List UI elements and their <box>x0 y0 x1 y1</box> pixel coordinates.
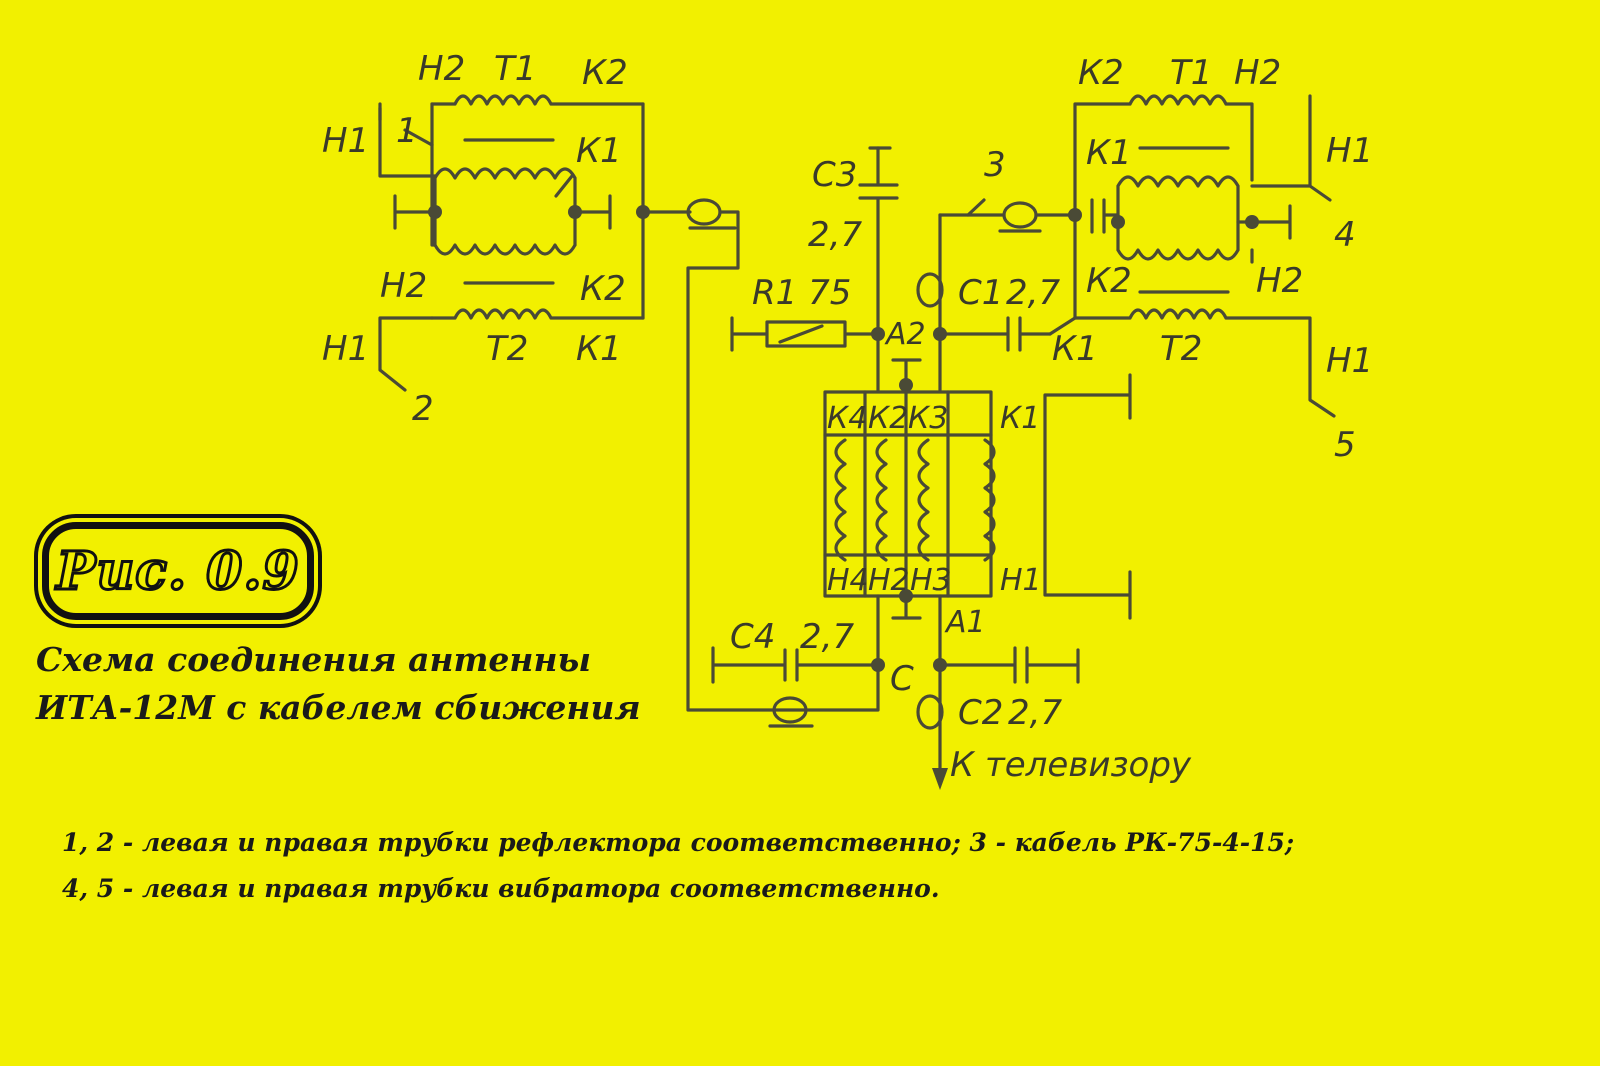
transformer-coils <box>834 438 996 562</box>
label-left-tube2-num: 2 <box>412 389 434 429</box>
left-block-labels: Н2 Т1 К2 Н1 1 К1 Н2 К2 Н1 Т2 К1 2 <box>322 49 628 429</box>
a1-capacitor <box>938 646 1080 684</box>
label-left-tube2-h1: Н1 <box>322 329 369 369</box>
label-left-t1-k2: К2 <box>582 53 628 93</box>
label-h3: Н3 <box>910 563 952 598</box>
center-labels: С3 2,7 R1 75 С1 2,7 А2 К4 К2 К3 К1 Н4 Н2… <box>730 155 1192 785</box>
label-r1: R1 75 <box>752 273 851 313</box>
legend-line-1: 1, 2 - левая и правая трубки рефлектора … <box>62 828 1295 857</box>
label-c1: С1 <box>958 273 1003 313</box>
figure-caption: Схема соединения антенны ИТА-12М с кабел… <box>36 636 641 732</box>
c3-capacitor <box>858 146 899 336</box>
label-k3: К3 <box>908 401 948 436</box>
label-left-t2-k2: К2 <box>580 269 626 309</box>
right-cap <box>1090 198 1120 234</box>
label-k2: К2 <box>868 401 908 436</box>
right-tube4-lead <box>1236 94 1332 240</box>
label-right-tube5-num: 5 <box>1334 425 1356 465</box>
label-c: С <box>890 659 914 699</box>
left-inner-coils <box>433 167 577 256</box>
label-c2-value: 2,7 <box>1008 693 1062 733</box>
label-a1: А1 <box>944 605 986 640</box>
label-right-t1-h2: Н2 <box>1234 53 1281 93</box>
label-right-t2-k2: К2 <box>1086 261 1132 301</box>
node-k2-top <box>899 378 913 392</box>
label-right-t1-k2: К2 <box>1078 53 1124 93</box>
label-output-to-tv: К телевизору <box>950 745 1192 785</box>
legend-line-2: 4, 5 - левая и правая трубки вибратора с… <box>62 874 940 903</box>
left-coax-cable <box>686 198 880 712</box>
left-t2-bottom-winding <box>430 308 645 320</box>
label-c2: С2 <box>958 693 1003 733</box>
right-t2-winding <box>1073 308 1336 418</box>
right-inner-coils <box>1116 175 1240 261</box>
label-left-t2-h2: Н2 <box>380 266 427 306</box>
label-right-tube4-num: 4 <box>1334 215 1356 255</box>
label-a2: А2 <box>884 317 926 352</box>
label-left-t2-k1: К1 <box>576 329 622 369</box>
label-k4: К4 <box>827 401 867 436</box>
left-k1-pointer <box>554 174 574 198</box>
right-transformer-block <box>938 94 1336 418</box>
c2-coax <box>916 694 944 730</box>
left-transformer-block <box>378 94 692 392</box>
label-right-t1: Т1 <box>1170 53 1212 93</box>
figure-number: Рис. 0.9 <box>55 539 300 603</box>
lower-coax-symbol <box>772 696 808 724</box>
label-left-tube1-h1: Н1 <box>322 121 369 161</box>
left-t1-top-winding <box>430 94 645 106</box>
center-network <box>711 146 1132 790</box>
caption-line-2: ИТА-12М с кабелем сбижения <box>36 688 641 727</box>
label-c3-value: 2,7 <box>808 215 862 255</box>
left-node-1 <box>428 205 442 219</box>
label-right-tube4-h1: Н1 <box>1326 131 1373 171</box>
left-node-2 <box>568 205 582 219</box>
label-k1: К1 <box>1000 401 1040 436</box>
label-left-t2: Т2 <box>486 329 528 369</box>
label-h4: Н4 <box>827 563 869 598</box>
label-right-t2: Т2 <box>1160 329 1202 369</box>
r1-resistor <box>730 316 880 352</box>
label-c4: С4 <box>730 617 775 657</box>
figure-legend: 1, 2 - левая и правая трубки рефлектора … <box>62 820 1294 912</box>
right-t1-winding <box>1128 94 1254 182</box>
label-right-tube5-h1: Н1 <box>1326 341 1373 381</box>
bracket-h1-k1 <box>1043 373 1132 620</box>
label-right-t1-k1: К1 <box>1086 133 1132 173</box>
left-node-3 <box>636 205 650 219</box>
label-left-t1-k1: К1 <box>576 131 622 171</box>
label-c4-value: 2,7 <box>800 617 854 657</box>
label-h1: Н1 <box>1000 563 1042 598</box>
left-tube1-pointer <box>403 128 434 147</box>
label-c3: С3 <box>812 155 857 195</box>
label-left-tube1-num: 1 <box>396 111 418 151</box>
label-left-t1-h2: Н2 <box>418 49 465 89</box>
left-tube2-lead <box>378 316 434 392</box>
label-right-t2-h2: Н2 <box>1256 261 1303 301</box>
figure-number-badge: Рис. 0.9 <box>42 522 314 620</box>
label-c1-value: 2,7 <box>1006 273 1060 313</box>
output-arrow <box>932 768 948 790</box>
left-coax-symbol <box>686 198 722 226</box>
c1-coax <box>916 272 944 308</box>
left-rail <box>378 102 437 247</box>
label-h2: Н2 <box>868 563 910 598</box>
label-left-t1: Т1 <box>494 49 536 89</box>
right-block-labels: 3 К2 Т1 Н2 К1 Н1 4 К2 Н2 К1 Т2 Н1 5 <box>984 53 1373 465</box>
label-cable-3: 3 <box>984 145 1006 185</box>
caption-line-1: Схема соединения антенны <box>36 640 592 679</box>
label-right-t2-k1: К1 <box>1052 329 1098 369</box>
right-coax-symbol <box>1002 201 1038 229</box>
k1-coupling-cap <box>938 316 1052 352</box>
c4-capacitor <box>711 646 880 684</box>
